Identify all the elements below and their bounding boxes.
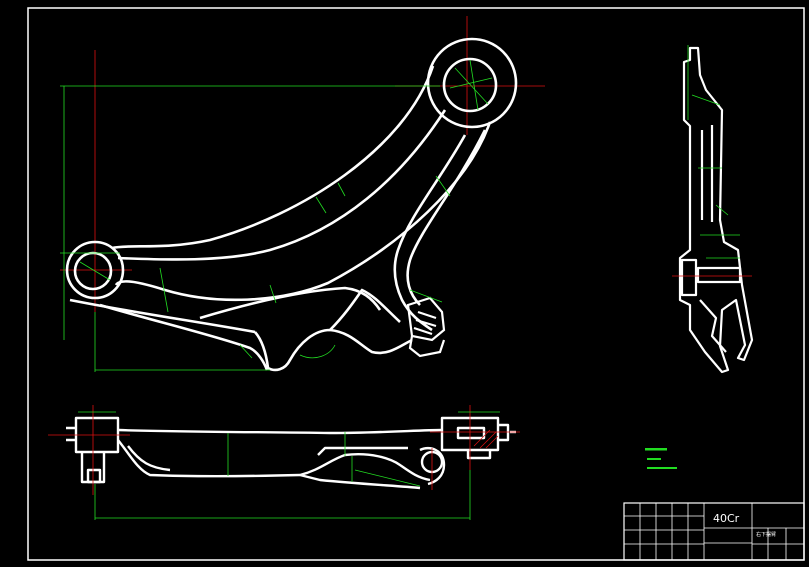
title-block: 40Cr 右下摆臂	[623, 502, 805, 561]
side-view	[672, 45, 754, 374]
side-view-dimensions	[687, 45, 740, 259]
main-view-dimensions	[60, 59, 493, 372]
front-view-dimensions	[78, 411, 500, 520]
part-name-label: 右下摆臂	[756, 531, 776, 538]
technical-notes	[645, 448, 677, 469]
material-label: 40Cr	[713, 512, 740, 525]
front-view	[48, 405, 520, 520]
ball-joint-bracket	[406, 296, 446, 358]
drawing-border	[27, 7, 805, 561]
section-hatch	[473, 429, 499, 449]
arm-outline	[65, 37, 518, 372]
main-view	[60, 16, 545, 372]
front-view-centerlines	[48, 405, 520, 495]
